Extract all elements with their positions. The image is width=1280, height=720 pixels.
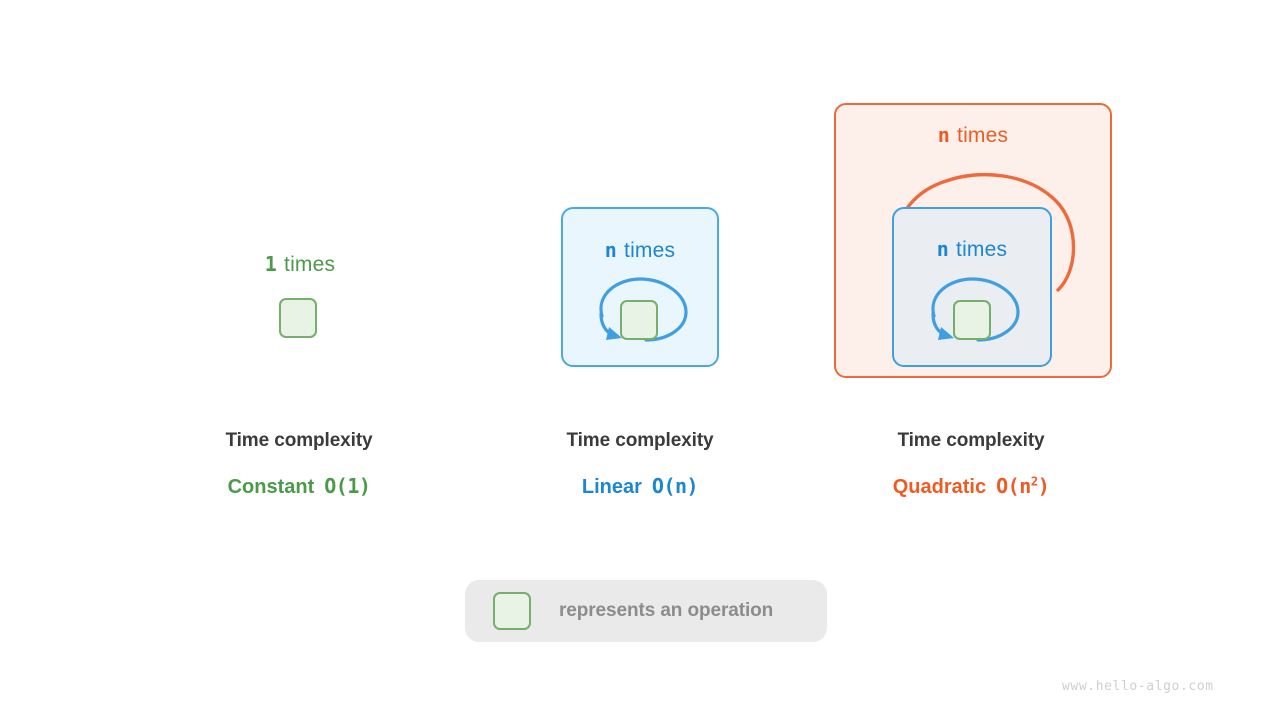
caption-value-linear: Linear O(n) [510, 474, 770, 499]
panel-constant: 1 times [170, 240, 430, 380]
quadratic-inner-loop-count: n [936, 237, 950, 261]
quadratic-outer-loop-count: n [937, 123, 951, 147]
big-o-constant: O(1) [324, 474, 371, 498]
operation-square-legend-icon [493, 592, 531, 630]
legend-label: represents an operation [559, 600, 774, 621]
constant-loop-label: 1 times [170, 252, 430, 277]
linear-loop-unit: times [624, 239, 676, 262]
watermark: www.hello-algo.com [1062, 679, 1214, 694]
linear-loop-count: n [604, 238, 618, 262]
operation-square-quadratic [953, 300, 991, 340]
caption-linear: Time complexity Linear O(n) [510, 430, 770, 499]
quadratic-inner-loop-unit: times [956, 238, 1008, 261]
caption-title-quadratic: Time complexity [897, 430, 1045, 451]
caption-quadratic: Time complexity Quadratic O(n2) [841, 430, 1101, 499]
complexity-name-constant: Constant [227, 476, 315, 498]
big-o-linear: O(n) [651, 474, 699, 498]
legend-box: represents an operation [465, 580, 827, 642]
constant-loop-count: 1 [264, 252, 278, 276]
quadratic-outer-loop-unit: times [957, 124, 1009, 147]
operation-square-constant [279, 298, 317, 338]
complexity-name-linear: Linear [581, 476, 642, 498]
big-o-quadratic-base: O(n [996, 474, 1031, 498]
big-o-quadratic: O(n2) [996, 473, 1050, 498]
caption-title-constant: Time complexity [225, 430, 373, 451]
caption-value-quadratic: Quadratic O(n2) [841, 474, 1101, 499]
constant-loop-unit: times [284, 253, 336, 276]
operation-square-linear [620, 300, 658, 340]
loop-arrow-quadratic-inner [931, 277, 1020, 342]
loop-arrow-linear [599, 277, 688, 342]
caption-constant: Time complexity Constant O(1) [169, 430, 429, 499]
loop-box-linear [561, 207, 719, 367]
caption-title-linear: Time complexity [566, 430, 714, 451]
loop-box-quadratic-inner [892, 207, 1052, 367]
big-o-quadratic-exponent: 2 [1030, 473, 1038, 489]
caption-value-constant: Constant O(1) [169, 474, 429, 499]
complexity-name-quadratic: Quadratic [892, 476, 987, 498]
big-o-quadratic-tail: ) [1037, 474, 1050, 498]
